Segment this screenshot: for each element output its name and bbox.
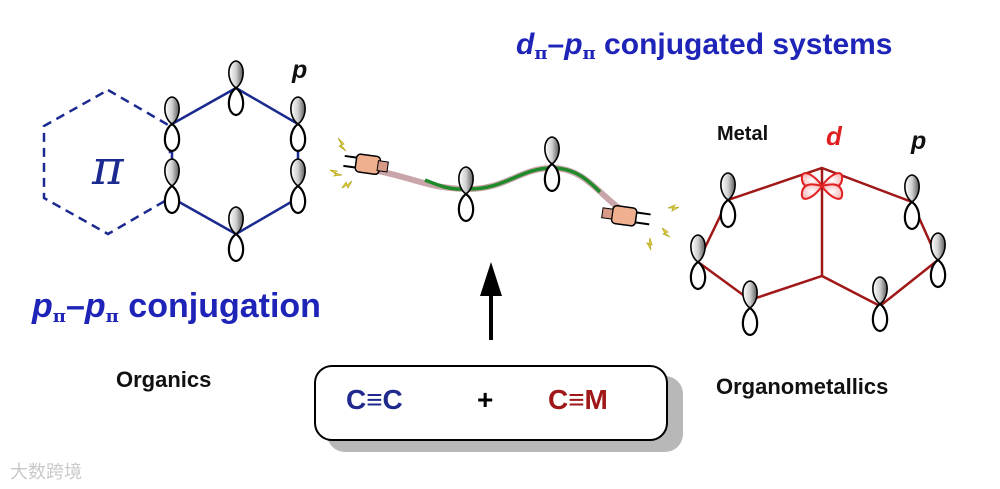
right-plug xyxy=(601,204,651,227)
ring-p-orbital-4 xyxy=(929,231,947,289)
p-orbital-3 xyxy=(289,157,307,215)
ring-p-orbital-2 xyxy=(903,173,921,231)
p-orbital-4 xyxy=(227,205,245,263)
p-label-left: p xyxy=(292,56,308,84)
d-label: d xyxy=(826,121,842,151)
organic-benzene-ring xyxy=(42,59,307,263)
metal-alkylidyne-label: C≡M xyxy=(548,384,608,415)
pp-conjugation-label: pπ–pπ conjugation xyxy=(32,287,321,327)
spark-right xyxy=(645,204,680,251)
spark-left xyxy=(329,137,353,189)
p-label-right: p xyxy=(911,127,927,155)
organics-label: Organics xyxy=(116,367,212,392)
wire-green-segment xyxy=(424,166,602,194)
p-orbital-2 xyxy=(289,95,307,153)
watermark: 大数跨境 xyxy=(10,462,82,482)
p-orbital-1 xyxy=(227,59,245,117)
ring-p-orbital-1 xyxy=(719,171,737,229)
organometallic-ring xyxy=(689,166,947,337)
ring-p-orbital-5 xyxy=(741,279,759,337)
up-arrow xyxy=(480,262,502,340)
reaction-box xyxy=(314,365,668,441)
diagram-title: dπ–pπ conjugated systems xyxy=(516,28,893,64)
ring-p-orbital-3 xyxy=(689,233,707,291)
alkyne-label: C≡C xyxy=(346,384,403,415)
organometallics-label: Organometallics xyxy=(716,374,889,399)
wire-p-orbital-2 xyxy=(543,135,561,193)
dashed-hexagon xyxy=(42,88,172,236)
d-orbital-icon xyxy=(800,172,844,200)
left-plug xyxy=(343,153,389,176)
p-orbital-5 xyxy=(163,157,181,215)
conjugated-wire xyxy=(329,135,680,251)
metal-label: Metal xyxy=(717,123,769,145)
wire-cable xyxy=(369,164,625,213)
pi-symbol: π xyxy=(92,140,124,196)
wire-p-orbital-1 xyxy=(457,165,475,223)
plus-sign: + xyxy=(477,384,494,415)
